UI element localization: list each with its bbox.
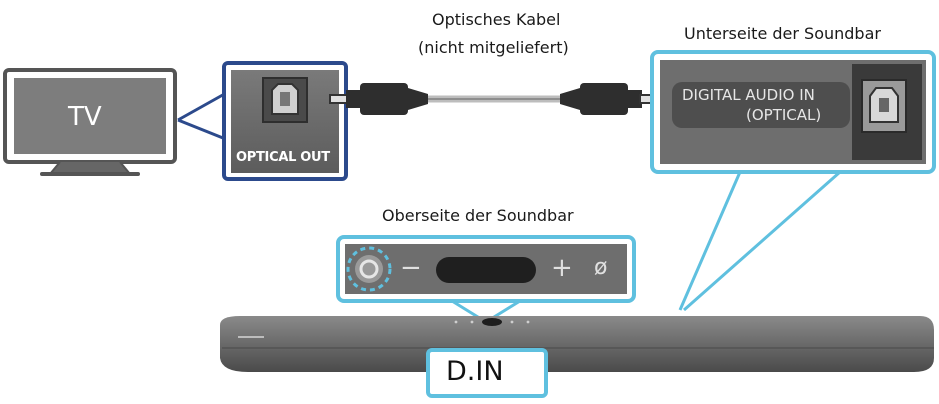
soundbar-icon	[220, 316, 934, 372]
mic-mute-label: ø	[594, 255, 608, 280]
control-panel	[336, 235, 636, 324]
tv-label: TV	[68, 102, 102, 132]
digital-in-label-line2: (OPTICAL)	[746, 106, 822, 124]
display-callout	[426, 348, 548, 398]
power-button-highlight	[346, 246, 392, 292]
tv-icon	[3, 68, 177, 176]
optical-cable-icon	[329, 83, 663, 115]
cable-label-line2: (nicht mitgeliefert)	[418, 38, 569, 57]
tv-callout	[177, 90, 229, 142]
minus-label: −	[400, 253, 422, 283]
digital-in-label-line1: DIGITAL AUDIO IN	[682, 86, 815, 104]
power-button-icon	[355, 255, 383, 283]
cable-label-line1: Optisches Kabel	[432, 10, 561, 29]
optical-port-icon	[262, 77, 308, 123]
optical-out-label: OPTICAL OUT	[236, 150, 330, 165]
soundbar-bottom-label: Unterseite der Soundbar	[684, 24, 881, 43]
soundbar-top-label: Oberseite der Soundbar	[382, 206, 574, 225]
led-display-window	[436, 257, 536, 283]
optical-port-icon	[861, 79, 907, 133]
soundbar-bottom-panel	[650, 50, 936, 312]
plus-label: +	[551, 253, 573, 283]
display-text: D.IN	[446, 356, 504, 387]
optical-out-panel	[222, 61, 348, 181]
